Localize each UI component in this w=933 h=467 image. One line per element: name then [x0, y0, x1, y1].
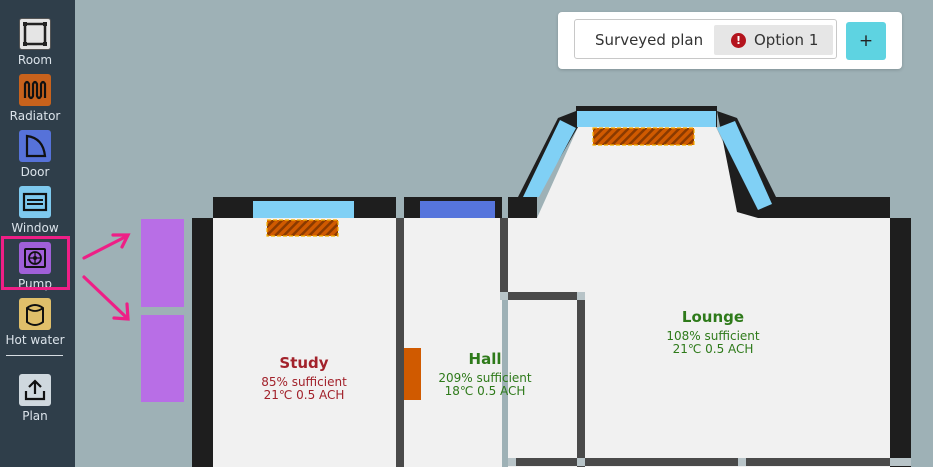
lounge-sufficiency: 108% sufficient [666, 329, 760, 343]
warning-icon: ! [731, 33, 746, 48]
plan-selector: Surveyed plan ! Option 1 [574, 19, 837, 59]
door-tool[interactable]: Door [0, 128, 75, 184]
radiator-tool[interactable]: Radiator [0, 72, 75, 128]
pump-slot-top [141, 219, 184, 307]
plan-tool-label: Plan [22, 409, 48, 423]
tool-sidebar: Room Radiator Door Window Pump Hot water [0, 0, 75, 467]
add-option-button[interactable]: + [846, 22, 886, 60]
windows[interactable] [253, 111, 772, 218]
sidebar-divider [6, 355, 63, 356]
study-details: 21℃ 0.5 ACH [263, 388, 345, 402]
plan-toolbar: Surveyed plan ! Option 1 + [558, 12, 902, 69]
hot-water-icon [19, 298, 51, 330]
bay-window-right [717, 121, 772, 210]
study-window [253, 201, 354, 218]
upload-icon [19, 374, 51, 406]
study-radiator [266, 219, 339, 237]
pump-placeholders[interactable] [141, 219, 184, 402]
room-tool-label: Room [17, 53, 53, 67]
window-icon [19, 186, 51, 218]
bay-window-left [523, 120, 576, 197]
study-name: Study [279, 354, 329, 372]
radiators[interactable] [266, 127, 695, 400]
hall-door [420, 201, 495, 218]
study-sufficiency: 85% sufficient [261, 375, 347, 389]
hall-radiator [404, 348, 421, 400]
radiator-icon [19, 74, 51, 106]
wall-joints [500, 292, 911, 466]
pump-slot-bottom [141, 315, 184, 402]
plan-upload-tool[interactable]: Plan [0, 372, 75, 428]
floor-plan-canvas[interactable] [75, 0, 933, 467]
room-icon [19, 18, 51, 50]
selected-tool-highlight [1, 236, 70, 290]
window-tool-label: Window [11, 221, 59, 235]
lounge-name: Lounge [681, 308, 745, 326]
door-tool-label: Door [20, 165, 50, 179]
option-label: Option 1 [754, 31, 819, 49]
lounge-details: 21℃ 0.5 ACH [672, 342, 754, 356]
hot-water-tool[interactable]: Hot water [0, 296, 75, 352]
lounge-radiator [592, 127, 695, 146]
door-icon [19, 130, 51, 162]
hall-details: 18℃ 0.5 ACH [444, 384, 526, 398]
room-tool[interactable]: Room [0, 16, 75, 72]
window-tool[interactable]: Window [0, 184, 75, 240]
hall-sufficiency: 209% sufficient [438, 371, 532, 385]
pump-icon [19, 242, 51, 274]
room-floors [213, 127, 890, 467]
radiator-tool-label: Radiator [9, 109, 61, 123]
hint-arrows [82, 233, 131, 321]
plan-name-tab[interactable]: Surveyed plan [595, 31, 704, 49]
hall-name: Hall [468, 350, 502, 368]
option-tab[interactable]: ! Option 1 [714, 25, 833, 55]
interior-walls [396, 218, 890, 467]
hot-water-tool-label: Hot water [5, 333, 65, 347]
bay-window-top [577, 111, 716, 127]
